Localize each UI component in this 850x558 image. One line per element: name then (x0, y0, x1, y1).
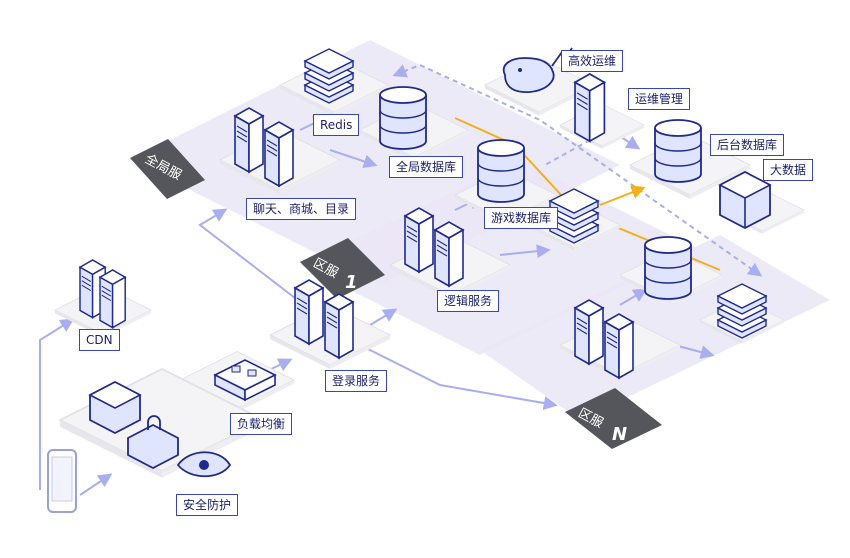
phone-icon (47, 449, 77, 513)
whale-icon (502, 47, 573, 93)
label-load-balance: 负载均衡 (230, 413, 293, 435)
eye-icon (176, 451, 232, 478)
label-game-db: 游戏数据库 (484, 207, 559, 229)
regionN-stack-icon (717, 283, 767, 339)
label-redis: Redis (313, 114, 360, 136)
redis-stack-icon (304, 48, 354, 104)
label-global-db: 全局数据库 (389, 156, 464, 178)
backend-db-icon (654, 119, 702, 183)
load-balancer-icon (213, 359, 277, 402)
lock-icon (127, 415, 179, 470)
label-chat-mall-dir: 聊天、商城、目录 (246, 198, 357, 220)
label-logic-service: 逻辑服务 (437, 290, 500, 312)
big-data-icon (718, 170, 772, 230)
orange-connector (454, 117, 721, 271)
zone-tag-regionN-number: N (612, 424, 627, 445)
label-backend-db: 后台数据库 (710, 134, 785, 156)
label-ops-efficiency: 高效运维 (561, 50, 624, 72)
game-db-icon (477, 139, 525, 203)
global-db-icon (379, 86, 427, 150)
label-big-data: 大数据 (763, 159, 814, 181)
zone-tag-global: 全局服 (130, 139, 205, 199)
shield-icon (88, 380, 142, 435)
label-login-service: 登录服务 (325, 370, 388, 392)
ops-server-icon (574, 73, 606, 143)
label-security: 安全防护 (176, 494, 239, 516)
regionN-db-icon (644, 236, 692, 300)
label-cdn: CDN (79, 329, 120, 351)
dashed-connectors (392, 63, 763, 277)
zone-tag-region1-number: 1 (345, 272, 358, 293)
zone-tag-region1: 区服 1 (300, 238, 385, 299)
zone-tag-regionN: 区服 N (565, 388, 662, 449)
label-ops-management: 运维管理 (628, 88, 691, 110)
zone-regionN-area (480, 235, 830, 420)
